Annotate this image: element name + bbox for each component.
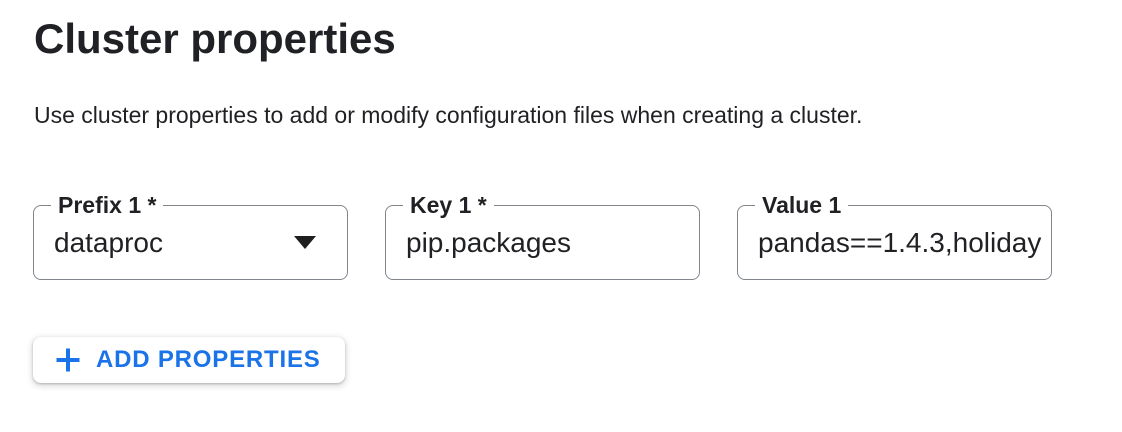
caret-down-icon xyxy=(294,236,316,249)
prefix-select[interactable]: dataproc xyxy=(34,206,347,279)
page-description: Use cluster properties to add or modify … xyxy=(34,102,863,128)
page-title: Cluster properties xyxy=(34,15,396,62)
prefix-selected-value: dataproc xyxy=(54,226,163,258)
key-field: Key 1 * xyxy=(385,192,700,280)
prefix-field-label: Prefix 1 * xyxy=(51,192,164,219)
prefix-field: Prefix 1 * dataproc xyxy=(33,192,348,280)
add-properties-label: ADD PROPERTIES xyxy=(96,346,321,373)
cluster-properties-section: Cluster properties Use cluster propertie… xyxy=(33,15,1088,383)
key-field-label: Key 1 * xyxy=(403,192,494,219)
add-properties-button[interactable]: ADD PROPERTIES xyxy=(33,337,345,383)
value-field-label: Value 1 xyxy=(755,192,849,219)
property-row-1: Prefix 1 * dataproc Key 1 * Value 1 xyxy=(33,192,1088,280)
value-field: Value 1 xyxy=(737,192,1052,280)
plus-icon xyxy=(53,345,83,375)
